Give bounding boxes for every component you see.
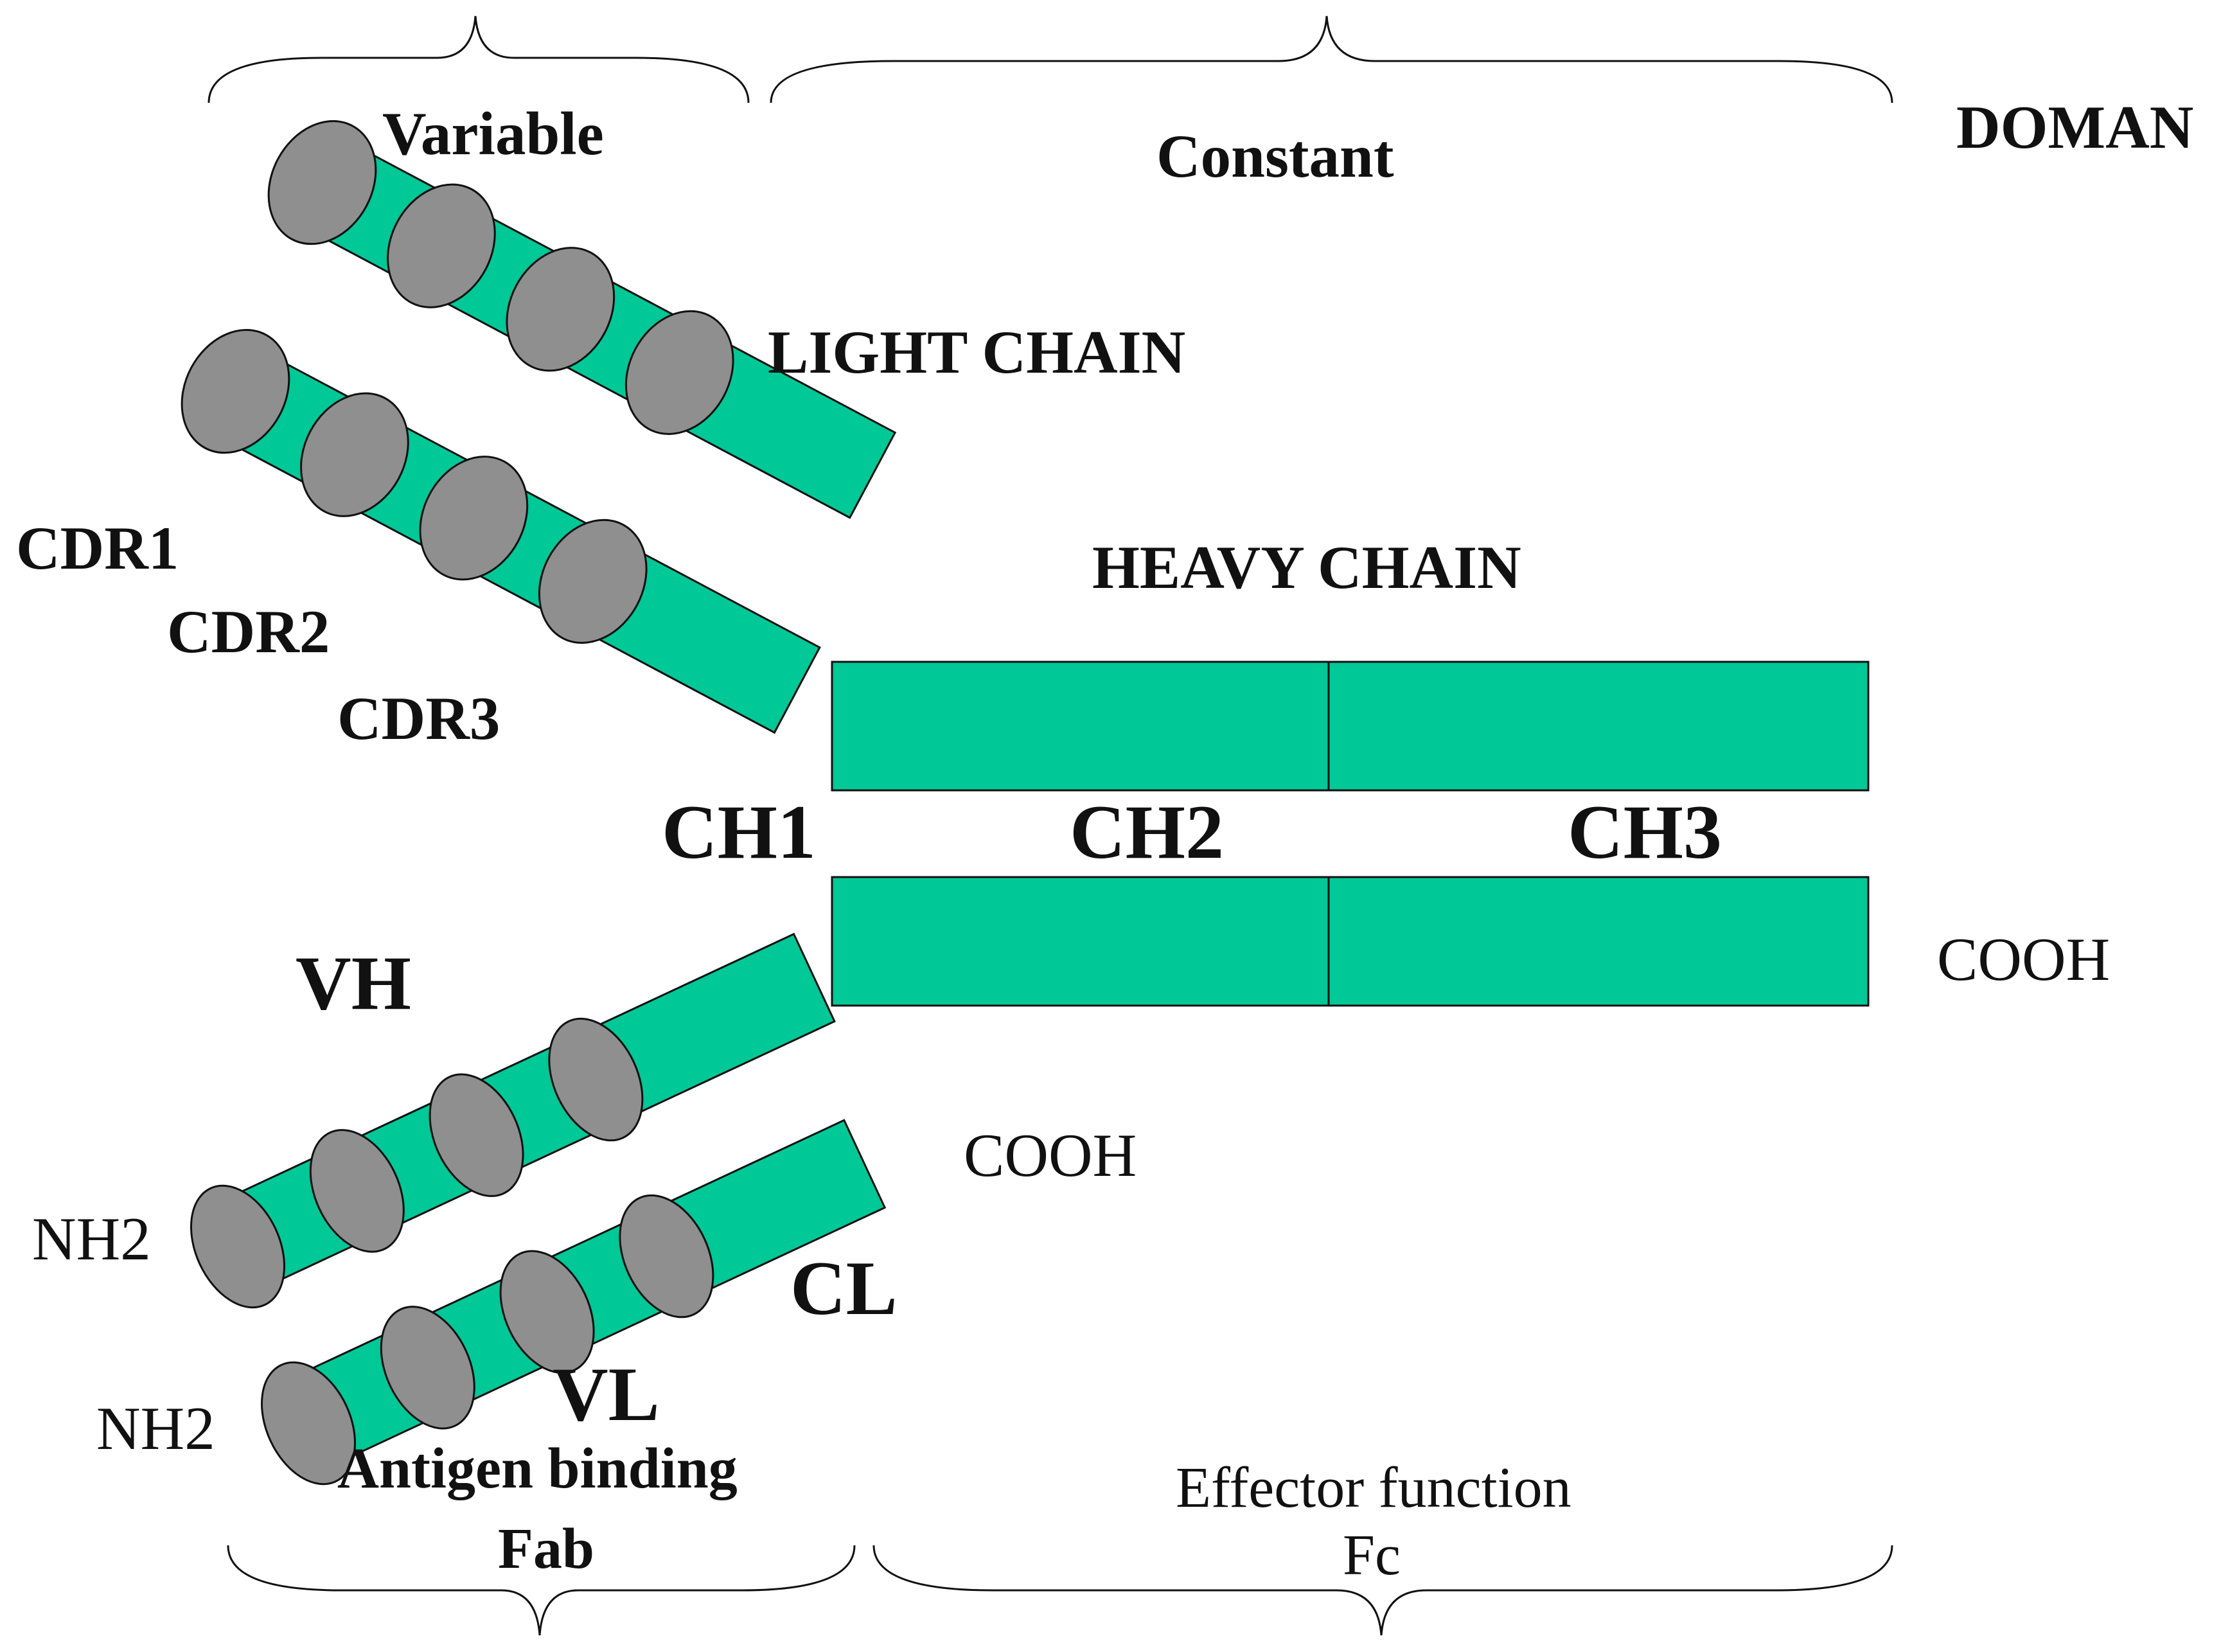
cdr-ellipse bbox=[181, 328, 290, 454]
vh-arm bbox=[190, 932, 836, 1309]
vl-cl-arm bbox=[260, 1119, 887, 1486]
cdr-ellipse bbox=[260, 1361, 357, 1486]
cdr-ellipse bbox=[267, 120, 377, 245]
constant-brace bbox=[770, 15, 1893, 103]
light-chain-label: LIGHT CHAIN bbox=[768, 318, 1185, 386]
heavy-chain-upper-ch1-ch2 bbox=[831, 661, 1330, 792]
cdr-ellipse bbox=[538, 519, 648, 644]
cdr-ellipse bbox=[548, 1017, 644, 1142]
cdr-ellipse bbox=[309, 1129, 405, 1253]
cdr-ellipse bbox=[190, 1184, 286, 1309]
heavy-chain-upper-ch3 bbox=[1327, 661, 1870, 792]
heavy-cooh-label: COOH bbox=[1937, 925, 2110, 993]
nh2-upper-label: NH2 bbox=[32, 1205, 151, 1273]
cdr-ellipse bbox=[506, 247, 615, 372]
heavy-chain-lower-ch3 bbox=[1327, 876, 1870, 1007]
light-cooh-label: COOH bbox=[964, 1121, 1137, 1189]
domain-label: DOMAN bbox=[1956, 93, 2193, 161]
cdr-ellipse bbox=[429, 1073, 524, 1197]
ch1-label: CH1 bbox=[662, 789, 816, 875]
ch2-label: CH2 bbox=[1070, 789, 1224, 875]
cdr2-label: CDR2 bbox=[167, 598, 330, 666]
antigen-binding-label: Antigen binding bbox=[337, 1437, 738, 1500]
fab-brace bbox=[227, 1545, 856, 1636]
ch3-label: CH3 bbox=[1568, 789, 1722, 875]
constant-label: Constant bbox=[1156, 122, 1394, 190]
heavy-chain-lower-ch1-ch2 bbox=[831, 876, 1330, 1007]
cdr-ellipse bbox=[419, 456, 529, 581]
cdr-ellipse bbox=[499, 1250, 595, 1374]
cdr3-label: CDR3 bbox=[337, 684, 500, 752]
upper-light-chain bbox=[267, 120, 897, 519]
fab-label: Fab bbox=[498, 1517, 594, 1581]
cdr-ellipse bbox=[380, 1306, 475, 1430]
cdr-ellipse bbox=[387, 183, 496, 308]
vl-label: VL bbox=[553, 1351, 660, 1437]
nh2-lower-label: NH2 bbox=[96, 1394, 215, 1462]
vh-label: VH bbox=[296, 940, 411, 1026]
cdr1-label: CDR1 bbox=[16, 514, 179, 582]
cdr-ellipse bbox=[624, 310, 734, 435]
variable-label: Variable bbox=[382, 100, 604, 168]
upper-heavy-chain-arm bbox=[181, 328, 821, 734]
fc-label: Fc bbox=[1343, 1523, 1401, 1587]
heavy-chain-label: HEAVY CHAIN bbox=[1092, 533, 1521, 601]
variable-brace bbox=[208, 15, 750, 103]
cdr-ellipse bbox=[619, 1194, 714, 1319]
cl-label: CL bbox=[790, 1245, 898, 1331]
effector-function-label: Effector function bbox=[1176, 1456, 1571, 1520]
fc-brace bbox=[872, 1545, 1893, 1636]
cdr-ellipse bbox=[300, 392, 409, 517]
